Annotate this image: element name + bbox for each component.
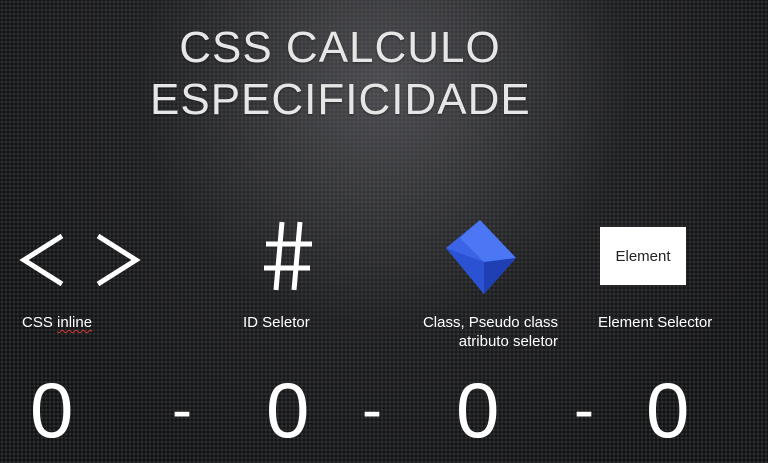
score-separator-2: -: [362, 376, 382, 443]
label-class-line-1: Class, Pseudo class: [422, 314, 558, 331]
label-css-prefix: CSS: [22, 314, 58, 331]
label-id-selector: ID Seletor: [243, 314, 310, 331]
score-class: 0: [456, 366, 500, 454]
cube-icon: [446, 220, 516, 294]
angle-brackets-icon: [19, 233, 141, 287]
label-class-selector: Class, Pseudo class atributo seletor: [396, 313, 558, 351]
score-inline: 0: [30, 366, 74, 454]
element-box-icon: Element: [600, 227, 686, 285]
slide-title: CSS CALCULO ESPECIFICIDADE: [150, 22, 530, 126]
label-element-selector: Element Selector: [598, 314, 713, 331]
hash-icon: [264, 221, 312, 291]
score-id: 0: [266, 366, 310, 454]
title-line-1: CSS CALCULO: [179, 23, 501, 72]
title-line-2: ESPECIFICIDADE: [150, 75, 531, 124]
label-css-inline: CSS inline: [22, 313, 92, 332]
score-element: 0: [646, 366, 690, 454]
label-class-line-2: atributo seletor: [458, 333, 558, 350]
element-box-label: Element: [615, 247, 671, 265]
label-inline-word: inline: [57, 314, 93, 331]
score-separator-1: -: [172, 376, 192, 443]
score-separator-3: -: [574, 376, 594, 443]
